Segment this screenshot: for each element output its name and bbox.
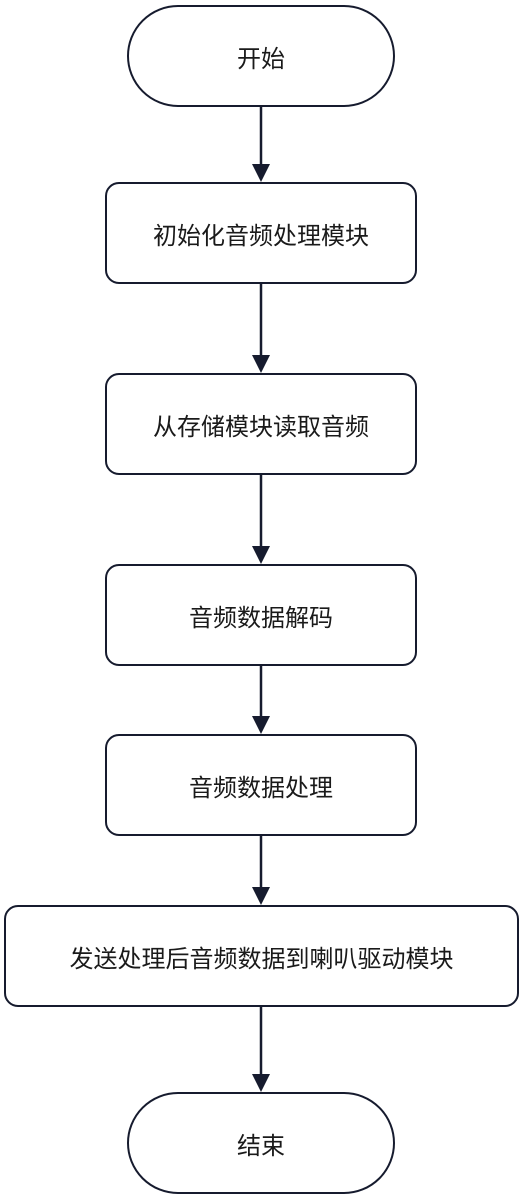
end-node: 结束 (127, 1092, 395, 1194)
arrow-read-to-decode (252, 475, 270, 564)
send-to-speaker-label: 发送处理后音频数据到喇叭驱动模块 (69, 944, 454, 973)
init-audio-module-label: 初始化音频处理模块 (153, 221, 369, 250)
process-audio-label: 音频数据处理 (189, 773, 333, 802)
decode-audio-label: 音频数据解码 (189, 603, 333, 632)
arrow-start-to-init (252, 107, 270, 182)
init-audio-module-node: 初始化音频处理模块 (105, 182, 417, 284)
send-to-speaker-node: 发送处理后音频数据到喇叭驱动模块 (4, 905, 519, 1007)
read-audio-label: 从存储模块读取音频 (153, 412, 369, 441)
start-node: 开始 (127, 5, 395, 107)
arrow-init-to-read (252, 284, 270, 373)
process-audio-node: 音频数据处理 (105, 734, 417, 836)
start-label: 开始 (237, 44, 285, 73)
decode-audio-node: 音频数据解码 (105, 564, 417, 666)
arrow-decode-to-process (252, 666, 270, 734)
arrow-process-to-send (252, 836, 270, 905)
end-label: 结束 (237, 1131, 285, 1160)
arrow-send-to-end (252, 1007, 270, 1092)
read-audio-node: 从存储模块读取音频 (105, 373, 417, 475)
